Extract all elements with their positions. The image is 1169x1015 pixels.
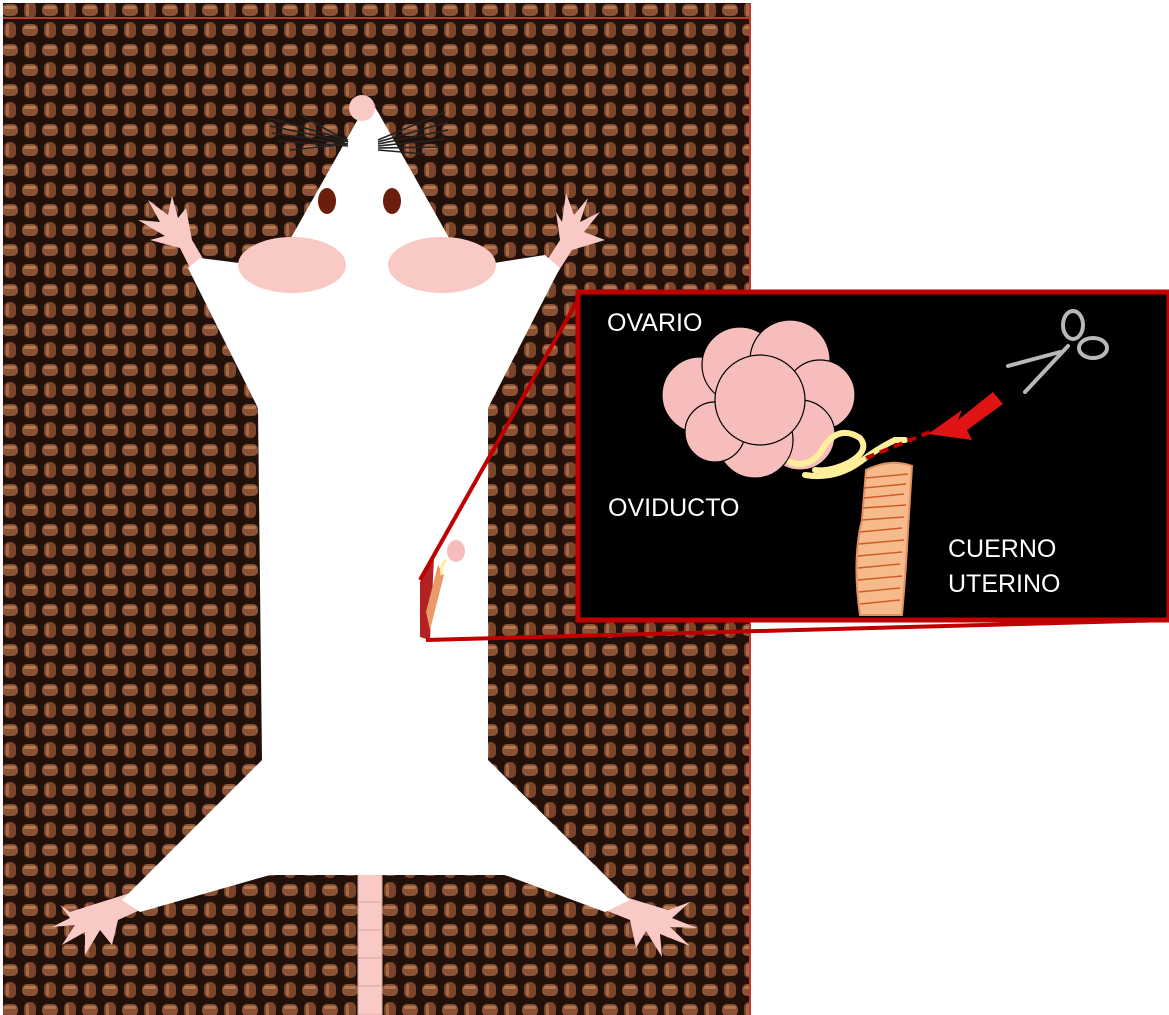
right-ear xyxy=(388,237,496,293)
label-oviduct: OVIDUCTO xyxy=(608,494,740,522)
label-uterine-horn-line1: CUERNO xyxy=(948,535,1056,563)
uterine-horn xyxy=(856,463,912,615)
left-ear xyxy=(238,237,346,293)
label-uterine-horn-line2: UTERINO xyxy=(948,570,1061,598)
label-ovary: OVARIO xyxy=(607,309,702,337)
left-eye xyxy=(318,188,336,214)
nose xyxy=(349,95,375,121)
right-eye xyxy=(383,188,401,214)
